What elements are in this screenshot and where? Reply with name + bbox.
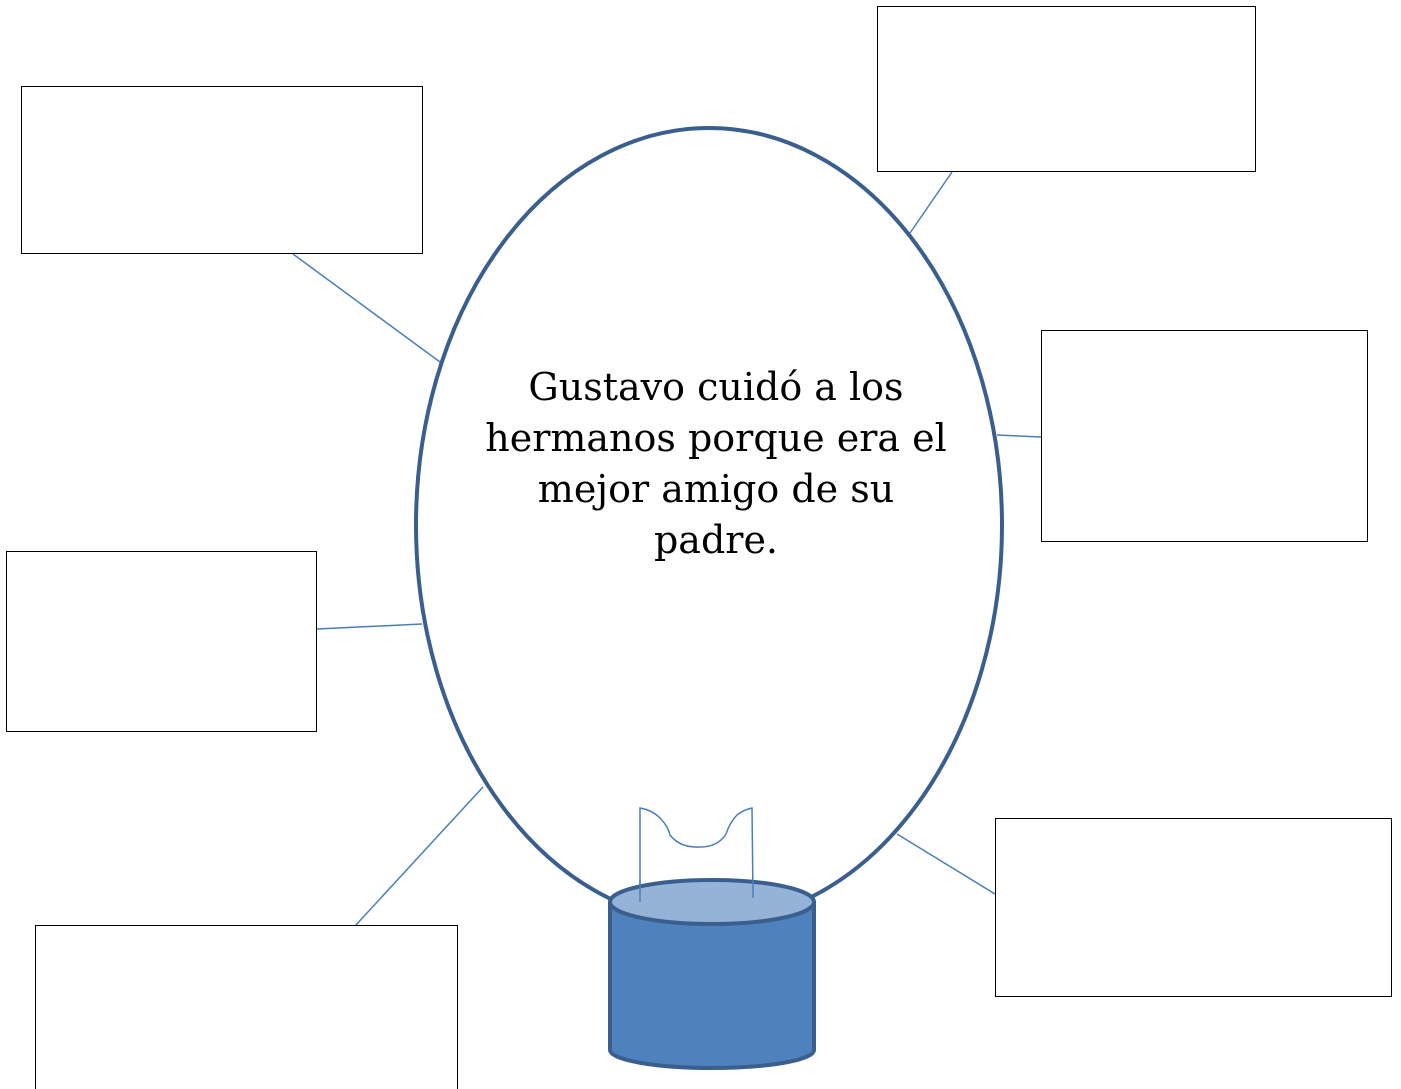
detail-box-left[interactable] bbox=[6, 551, 317, 732]
connector-top-right bbox=[909, 171, 953, 234]
detail-box-bottom-left[interactable] bbox=[35, 925, 458, 1089]
connector-top-left bbox=[292, 253, 441, 363]
connector-right bbox=[996, 434, 1042, 438]
central-idea-text: Gustavo cuidó a los hermanos porque era … bbox=[485, 365, 947, 562]
detail-box-right[interactable] bbox=[1041, 330, 1368, 542]
detail-box-bottom-right[interactable] bbox=[995, 818, 1392, 997]
filament-icon bbox=[639, 807, 754, 902]
bulb-base-top bbox=[608, 878, 816, 926]
connector-left bbox=[316, 623, 423, 630]
connector-bottom-left bbox=[354, 786, 484, 927]
bulb-base bbox=[608, 901, 816, 1070]
detail-box-top-left[interactable] bbox=[21, 86, 423, 254]
connector-bottom-right bbox=[896, 833, 996, 895]
detail-box-top-right[interactable] bbox=[877, 6, 1256, 172]
